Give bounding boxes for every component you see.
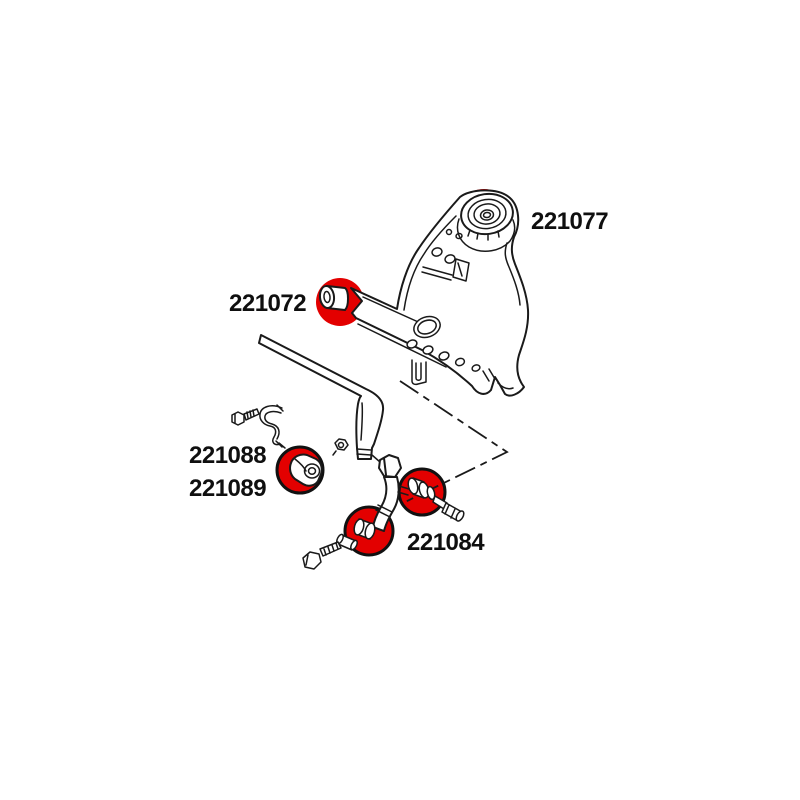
arm-large-hole-rim xyxy=(417,319,437,335)
rear-bushing-hatch xyxy=(467,229,500,241)
spool-flange xyxy=(364,522,376,540)
label-221089: 221089 xyxy=(189,475,266,502)
spool-washer xyxy=(426,485,436,501)
link-body xyxy=(372,476,400,532)
front-bushing-221072 xyxy=(318,285,349,311)
control-arm xyxy=(350,189,530,397)
thread-ticks xyxy=(323,542,339,556)
clamp-bolt-shaft xyxy=(243,408,260,421)
bar-bushing-edge xyxy=(294,458,307,472)
bar-bushing-face xyxy=(303,463,321,479)
bar-end-details xyxy=(356,402,372,456)
bar-bushing-block xyxy=(289,453,323,487)
rear-bushing-core-hole xyxy=(482,211,492,219)
clamp-bolt xyxy=(231,408,260,426)
arm-inner-right-line xyxy=(504,242,521,306)
link-stud xyxy=(371,454,381,463)
link-body-details xyxy=(375,485,410,518)
arm-hole xyxy=(406,339,418,349)
clamp-bracket xyxy=(259,404,286,449)
arm-hole xyxy=(471,364,481,372)
drop-link xyxy=(371,454,410,532)
anti-roll-bar-outline xyxy=(258,334,385,460)
arm-hatch-marks xyxy=(482,368,496,382)
arm-inner-left-line xyxy=(403,215,457,311)
clamp-bolt-threads xyxy=(246,409,255,419)
bar-clamp-tab xyxy=(411,359,427,386)
spool-flange xyxy=(353,518,365,536)
arm-small-hole xyxy=(445,228,453,236)
arm-hole xyxy=(454,357,466,367)
arm-hole xyxy=(422,345,434,355)
label-221077: 221077 xyxy=(531,208,608,235)
rear-bushing-ring xyxy=(467,198,507,230)
upper-bolt-end xyxy=(455,510,465,522)
front-bushing-face xyxy=(318,285,336,309)
control-arm-outline xyxy=(350,189,530,397)
arm-hole xyxy=(431,247,443,257)
label-221072: 221072 xyxy=(229,290,306,317)
alignment-leader-lines xyxy=(399,380,509,504)
label-221088: 221088 xyxy=(189,442,266,469)
link-upper-bushing xyxy=(407,477,436,501)
rear-bushing-collar xyxy=(456,218,516,253)
label-221084: 221084 xyxy=(407,529,485,556)
fork-inner-line xyxy=(497,382,514,390)
lower-bolt-head xyxy=(302,551,322,570)
bar-end-nut xyxy=(332,438,349,456)
arm-bracket-detail xyxy=(452,258,470,282)
arm-crease-lines xyxy=(421,266,453,281)
link-lower-bushing xyxy=(353,518,376,540)
link-lower-bolt xyxy=(302,533,358,570)
sleeve-end xyxy=(350,539,358,551)
link-top-hex xyxy=(378,454,402,478)
rear-bushing-221077 xyxy=(456,192,516,253)
front-arm-bottom-inner-line xyxy=(357,323,447,368)
arm-hole xyxy=(438,351,450,361)
clamp-bolt-head xyxy=(231,411,245,426)
link-upper-bolt xyxy=(432,495,465,522)
part-labels: 221077 221072 221088 221089 221084 xyxy=(189,208,609,556)
bar-bushing-hole xyxy=(307,467,317,475)
arm-hole xyxy=(444,254,456,264)
rear-bushing-core xyxy=(479,209,495,221)
rear-bushing-ring xyxy=(473,203,501,225)
anti-roll-bar xyxy=(258,334,385,460)
front-bushing-hole xyxy=(323,290,331,304)
spool-flange xyxy=(407,477,419,495)
